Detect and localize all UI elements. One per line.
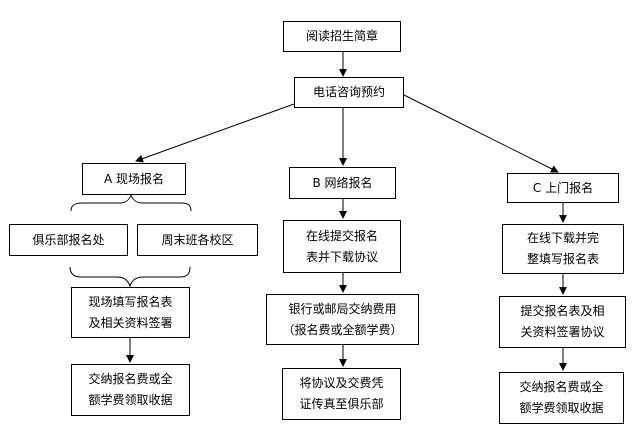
node-club-office: 俱乐部报名处 xyxy=(9,224,128,256)
node-a-fill-form: 现场填写报名表 及相关资料签署 xyxy=(71,287,190,338)
node-c-visit: C 上门报名 xyxy=(507,173,619,203)
node-b-fax-docs: 将协议及交费凭 证传真至俱乐部 xyxy=(282,368,401,420)
node-c-pay-fee: 交纳报名费或全 额学费领取收据 xyxy=(499,372,624,424)
node-c-submit: 提交报名表及相 关资料签署协议 xyxy=(499,296,626,348)
brace-top xyxy=(70,193,192,212)
node-b-submit-online: 在线提交报名 表并下载协议 xyxy=(283,220,401,273)
node-phone-consult: 电话咨询预约 xyxy=(294,77,404,108)
arrow-phone-to-c xyxy=(403,94,559,173)
brace-bottom xyxy=(69,266,191,288)
node-weekend-campus: 周末班各校区 xyxy=(137,224,258,256)
node-a-onsite: A 现场报名 xyxy=(82,163,186,195)
node-a-pay-fee: 交纳报名费或全 额学费领取收据 xyxy=(71,364,190,416)
node-read-brochure: 阅读招生简章 xyxy=(283,21,401,52)
node-b-bank-pay: 银行或邮局交纳费用 （报名费或全额学费） xyxy=(266,294,419,345)
node-c-download: 在线下载并完 整填写报名表 xyxy=(502,224,624,274)
arrow-phone-to-a xyxy=(135,103,295,163)
node-b-online: B 网络报名 xyxy=(289,167,396,199)
